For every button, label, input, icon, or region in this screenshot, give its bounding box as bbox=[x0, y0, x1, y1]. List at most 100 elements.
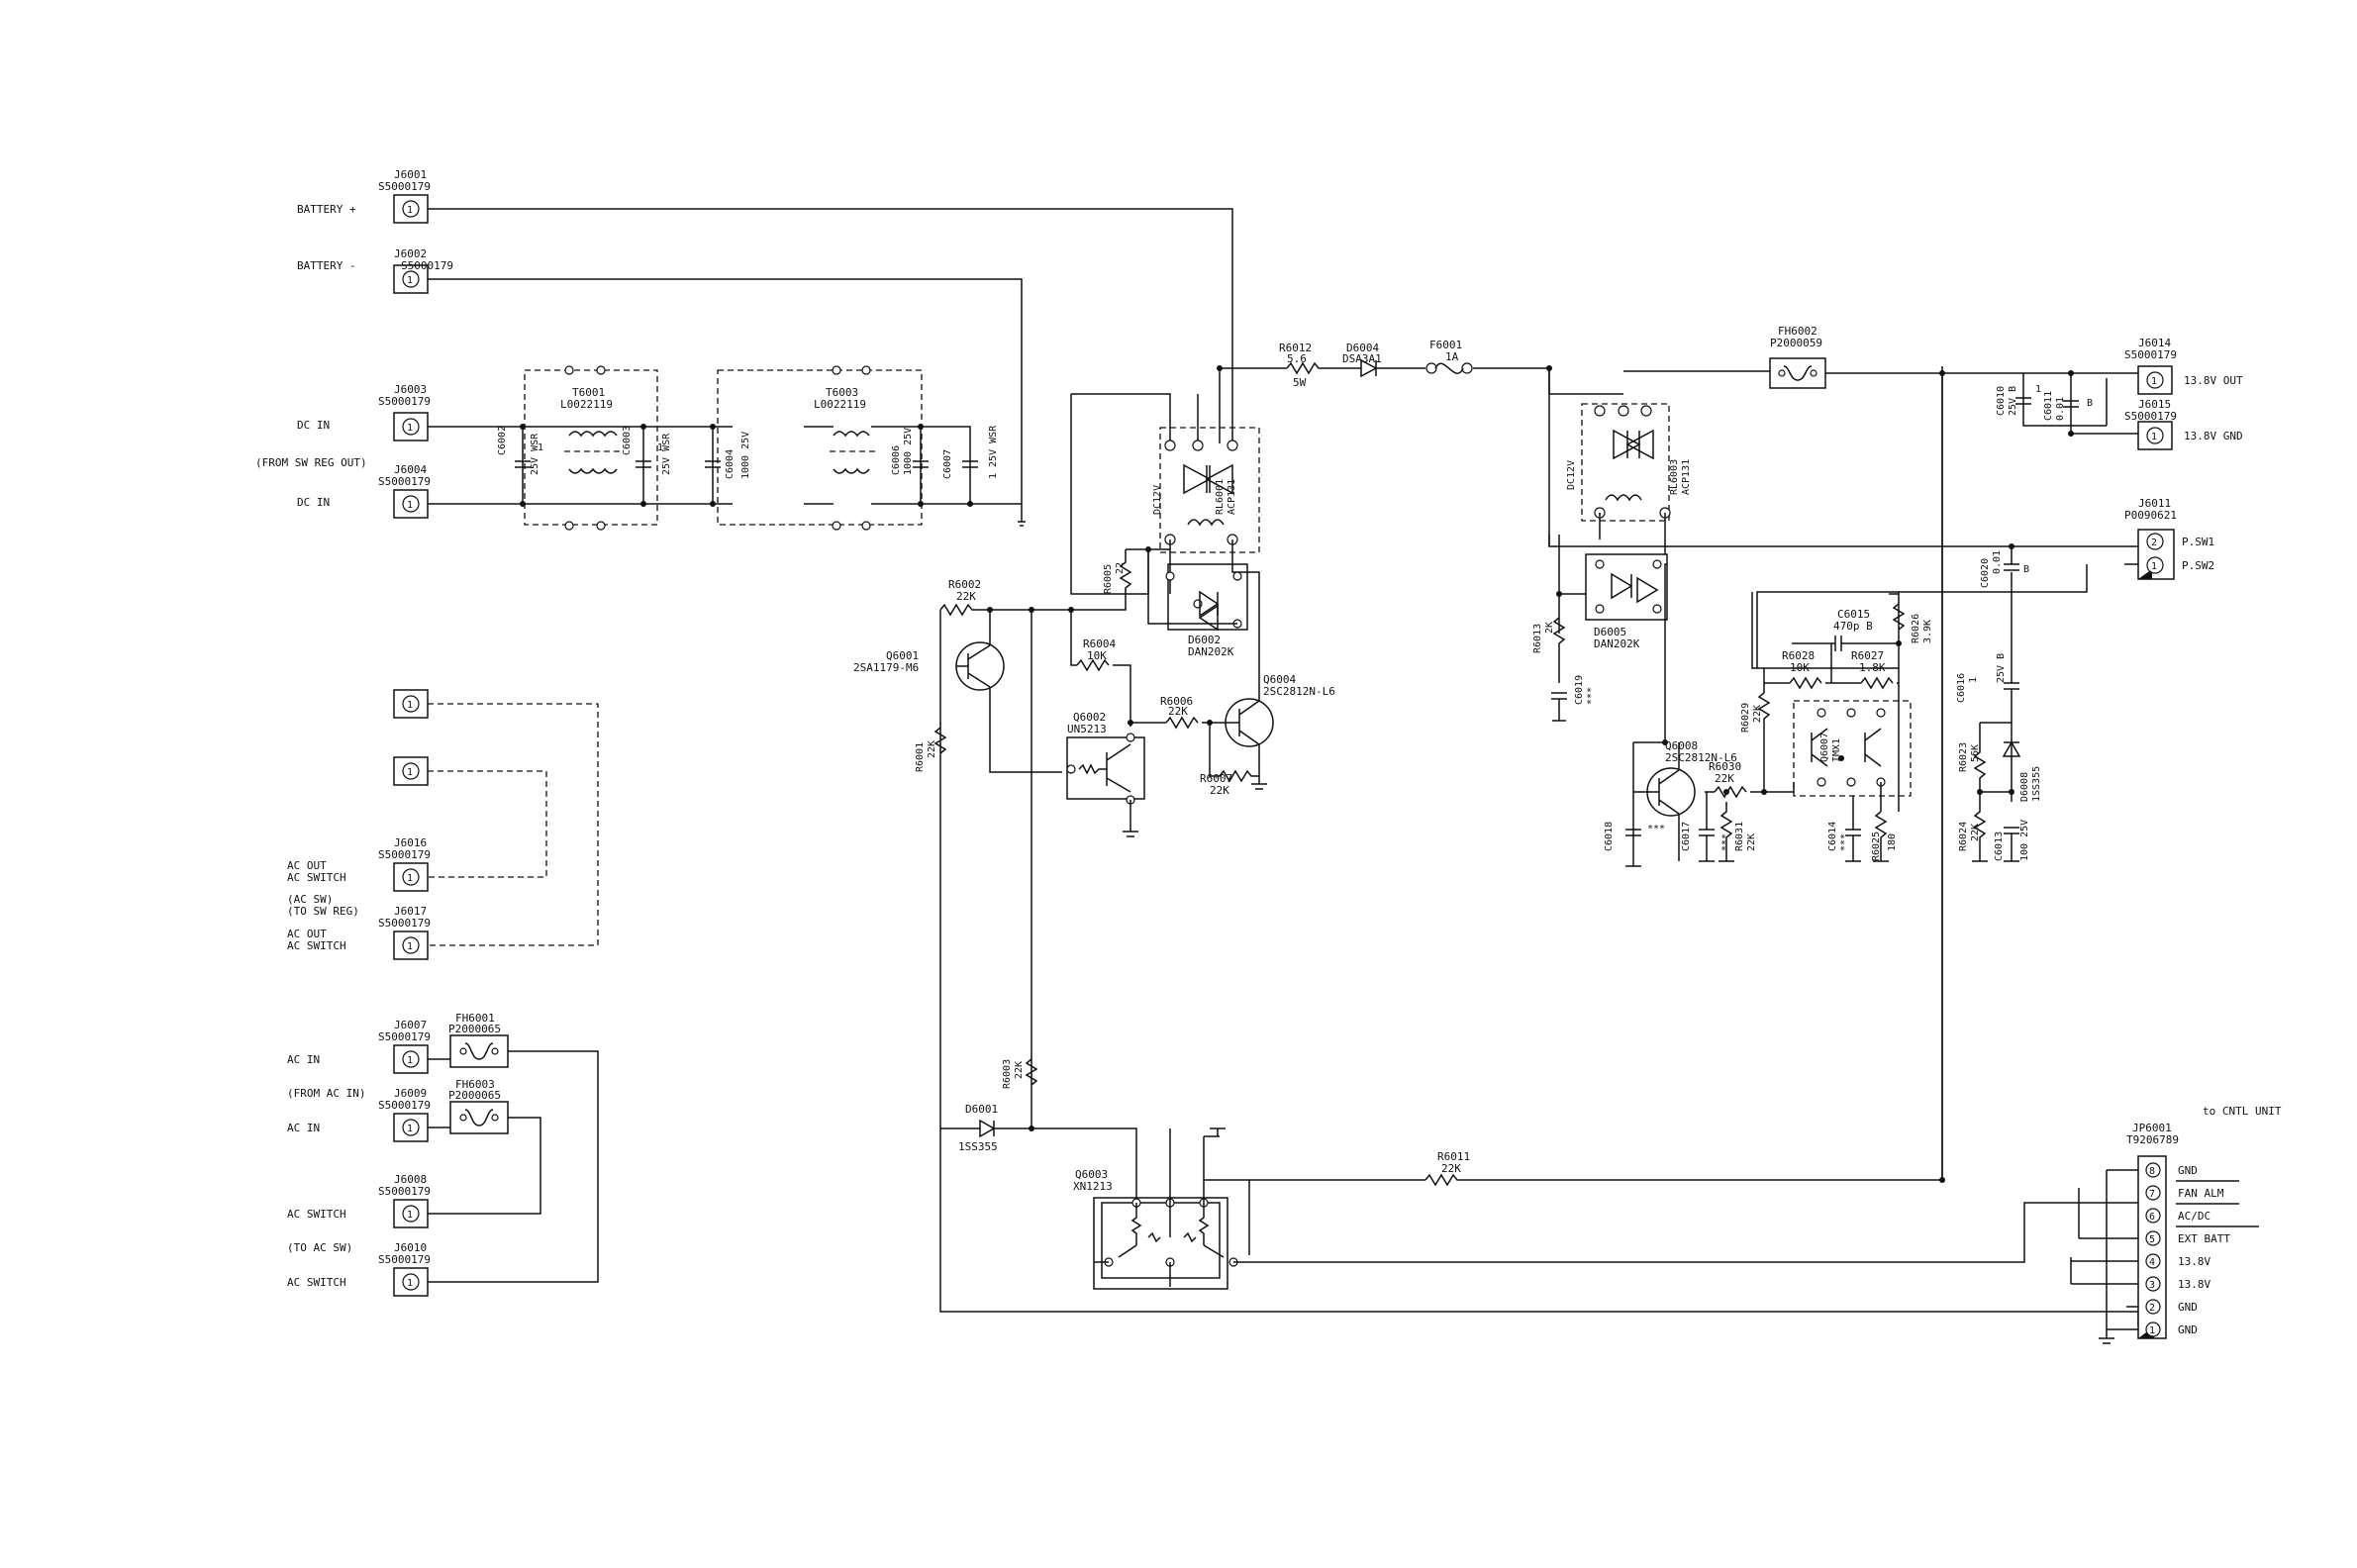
svg-text:1SS355: 1SS355 bbox=[2031, 766, 2042, 802]
svg-text:1: 1 bbox=[407, 1210, 413, 1221]
svg-text:S5000179: S5000179 bbox=[378, 1185, 431, 1198]
svg-text:22K: 22K bbox=[956, 590, 976, 603]
svg-text:10K: 10K bbox=[1790, 661, 1810, 674]
connector-j6016: 1 J6016 S5000179 AC OUT AC SWITCH bbox=[287, 836, 431, 892]
svg-text:7: 7 bbox=[2149, 1189, 2155, 1200]
svg-text:C6016: C6016 bbox=[1956, 673, 1967, 703]
resistor-r6006: R6006 22K bbox=[1160, 695, 1199, 730]
svg-text:BATTERY +: BATTERY + bbox=[297, 203, 356, 216]
svg-text:25V B: 25V B bbox=[1996, 653, 2007, 683]
svg-text:1: 1 bbox=[538, 442, 543, 453]
svg-text:J6016: J6016 bbox=[394, 836, 427, 849]
svg-text:Q6004: Q6004 bbox=[1263, 673, 1296, 686]
svg-text:Q6007: Q6007 bbox=[1819, 733, 1830, 762]
svg-text:FH6001: FH6001 bbox=[455, 1012, 495, 1025]
svg-text:1: 1 bbox=[407, 205, 413, 216]
svg-text:5: 5 bbox=[2149, 1234, 2155, 1245]
svg-text:22K: 22K bbox=[1970, 824, 1981, 841]
svg-text:***: *** bbox=[1647, 824, 1665, 834]
svg-text:DC IN: DC IN bbox=[297, 496, 330, 509]
capacitor-c6018: C6018 *** bbox=[1604, 822, 1665, 851]
svg-text:25V B: 25V B bbox=[2008, 386, 2018, 416]
resistor-r6026: R6026 3.9K bbox=[1892, 603, 1933, 643]
svg-text:22K: 22K bbox=[1014, 1061, 1025, 1079]
resistor-r6028: R6028 10K bbox=[1782, 649, 1822, 690]
svg-text:R6029: R6029 bbox=[1740, 703, 1751, 733]
capacitor-c6015: C6015 470p B bbox=[1792, 608, 1899, 651]
svg-text:P0090621: P0090621 bbox=[2124, 509, 2177, 522]
transistor-q6004: Q6004 2SC2812N-L6 bbox=[1225, 673, 1335, 776]
resistor-r6023: R6023 56K bbox=[1958, 723, 1987, 792]
svg-text:FH6003: FH6003 bbox=[455, 1078, 495, 1091]
capacitor-c6010: C6010 1 25V B bbox=[1996, 384, 2041, 416]
capacitor-c6011: C6011 0.01 B bbox=[2043, 391, 2093, 421]
svg-text:L0022119: L0022119 bbox=[814, 398, 866, 411]
svg-text:AC OUT: AC OUT bbox=[287, 928, 327, 940]
note-to-sw-reg: (TO SW REG) bbox=[287, 905, 359, 918]
svg-text:J6014: J6014 bbox=[2138, 337, 2171, 349]
connector-j6011: 2 1 J6011 P0090621 P.SW1 P.SW2 bbox=[2124, 497, 2214, 580]
svg-text:1: 1 bbox=[407, 873, 413, 884]
svg-text:8: 8 bbox=[2149, 1166, 2155, 1177]
svg-text:100 25V: 100 25V bbox=[2019, 820, 2030, 861]
svg-text:10K: 10K bbox=[1087, 649, 1107, 662]
svg-text:AC SWITCH: AC SWITCH bbox=[287, 939, 346, 952]
svg-text:P2000059: P2000059 bbox=[1770, 337, 1822, 349]
svg-text:R6013: R6013 bbox=[1532, 624, 1543, 653]
svg-text:1000 25V: 1000 25V bbox=[903, 428, 914, 475]
connector-j6017: 1 J6017 S5000179 AC OUT AC SWITCH bbox=[287, 905, 431, 960]
fuse-f6001: F6001 1A bbox=[1425, 339, 1473, 375]
svg-text:XN1213: XN1213 bbox=[1073, 1180, 1113, 1193]
resistor-r6003: R6003 22K bbox=[1002, 1058, 1038, 1089]
svg-text:J6011: J6011 bbox=[2138, 497, 2171, 510]
diode-d6001: D6001 1SS355 bbox=[940, 1103, 1137, 1208]
svg-text:56K: 56K bbox=[1970, 744, 1981, 762]
svg-text:1: 1 bbox=[407, 1124, 413, 1134]
svg-text:GND: GND bbox=[2178, 1164, 2198, 1177]
svg-text:C6017: C6017 bbox=[1681, 822, 1692, 851]
svg-text:P.SW2: P.SW2 bbox=[2182, 559, 2214, 572]
relay-rl6001: DC12V RL6001 ACP131 bbox=[1152, 427, 1260, 553]
svg-text:P2000065: P2000065 bbox=[448, 1089, 501, 1102]
svg-text:J6008: J6008 bbox=[394, 1173, 427, 1186]
connector-j6001: 1 J6001 S5000179 BATTERY + bbox=[297, 168, 431, 224]
svg-text:S5000179: S5000179 bbox=[378, 1030, 431, 1043]
svg-text:DAN202K: DAN202K bbox=[1594, 637, 1640, 650]
svg-text:R6024: R6024 bbox=[1958, 822, 1969, 851]
svg-text:B: B bbox=[2087, 398, 2093, 409]
svg-text:S5000179: S5000179 bbox=[2124, 348, 2177, 361]
relay-rl6003: DC12V RL6003 ACP131 bbox=[1566, 403, 1692, 522]
svg-text:1: 1 bbox=[407, 275, 413, 286]
svg-text:C6019: C6019 bbox=[1574, 675, 1585, 705]
svg-text:C6002: C6002 bbox=[497, 426, 508, 455]
note-to-cntl-unit: to CNTL UNIT bbox=[2203, 1105, 2282, 1118]
resistor-r6025: R6025 180 bbox=[1871, 811, 1898, 862]
svg-text:13.8V OUT: 13.8V OUT bbox=[2184, 374, 2243, 387]
svg-text:C6014: C6014 bbox=[1827, 822, 1838, 851]
svg-text:13.8V: 13.8V bbox=[2178, 1255, 2210, 1268]
resistor-r6002: R6002 22K bbox=[939, 578, 990, 617]
svg-text:J6002: J6002 bbox=[394, 247, 427, 260]
svg-text:ACP131: ACP131 bbox=[1681, 459, 1692, 495]
svg-text:3.9K: 3.9K bbox=[1922, 620, 1933, 643]
svg-text:22K: 22K bbox=[1715, 772, 1734, 785]
svg-text:S5000179: S5000179 bbox=[378, 848, 431, 861]
diode-d6005: D6005 DAN202K bbox=[1585, 553, 1668, 650]
resistor-r6005: R6005 22 bbox=[1103, 549, 1132, 604]
svg-text:25V WSR: 25V WSR bbox=[530, 433, 540, 475]
svg-text:S5000179: S5000179 bbox=[378, 180, 431, 193]
svg-text:AC OUT: AC OUT bbox=[287, 859, 327, 872]
svg-text:R6028: R6028 bbox=[1782, 649, 1815, 662]
svg-text:S5000179: S5000179 bbox=[2124, 410, 2177, 423]
connector-j6014: 1 J6014 S5000179 13.8V OUT bbox=[2124, 337, 2243, 395]
svg-text:22K: 22K bbox=[1746, 833, 1757, 851]
connector-j6008: 1 J6008 S5000179 AC SWITCH bbox=[287, 1173, 431, 1228]
svg-text:25V WSR: 25V WSR bbox=[661, 433, 672, 475]
resistor-r6027: R6027 1.8K bbox=[1851, 649, 1894, 690]
fuse-holder-fh6001: FH6001 P2000065 bbox=[448, 1012, 509, 1068]
svg-text:R6012: R6012 bbox=[1279, 342, 1312, 354]
svg-text:J6004: J6004 bbox=[394, 463, 427, 476]
svg-text:1: 1 bbox=[2151, 376, 2157, 387]
svg-text:P.SW1: P.SW1 bbox=[2182, 536, 2214, 548]
svg-text:R6027: R6027 bbox=[1851, 649, 1884, 662]
